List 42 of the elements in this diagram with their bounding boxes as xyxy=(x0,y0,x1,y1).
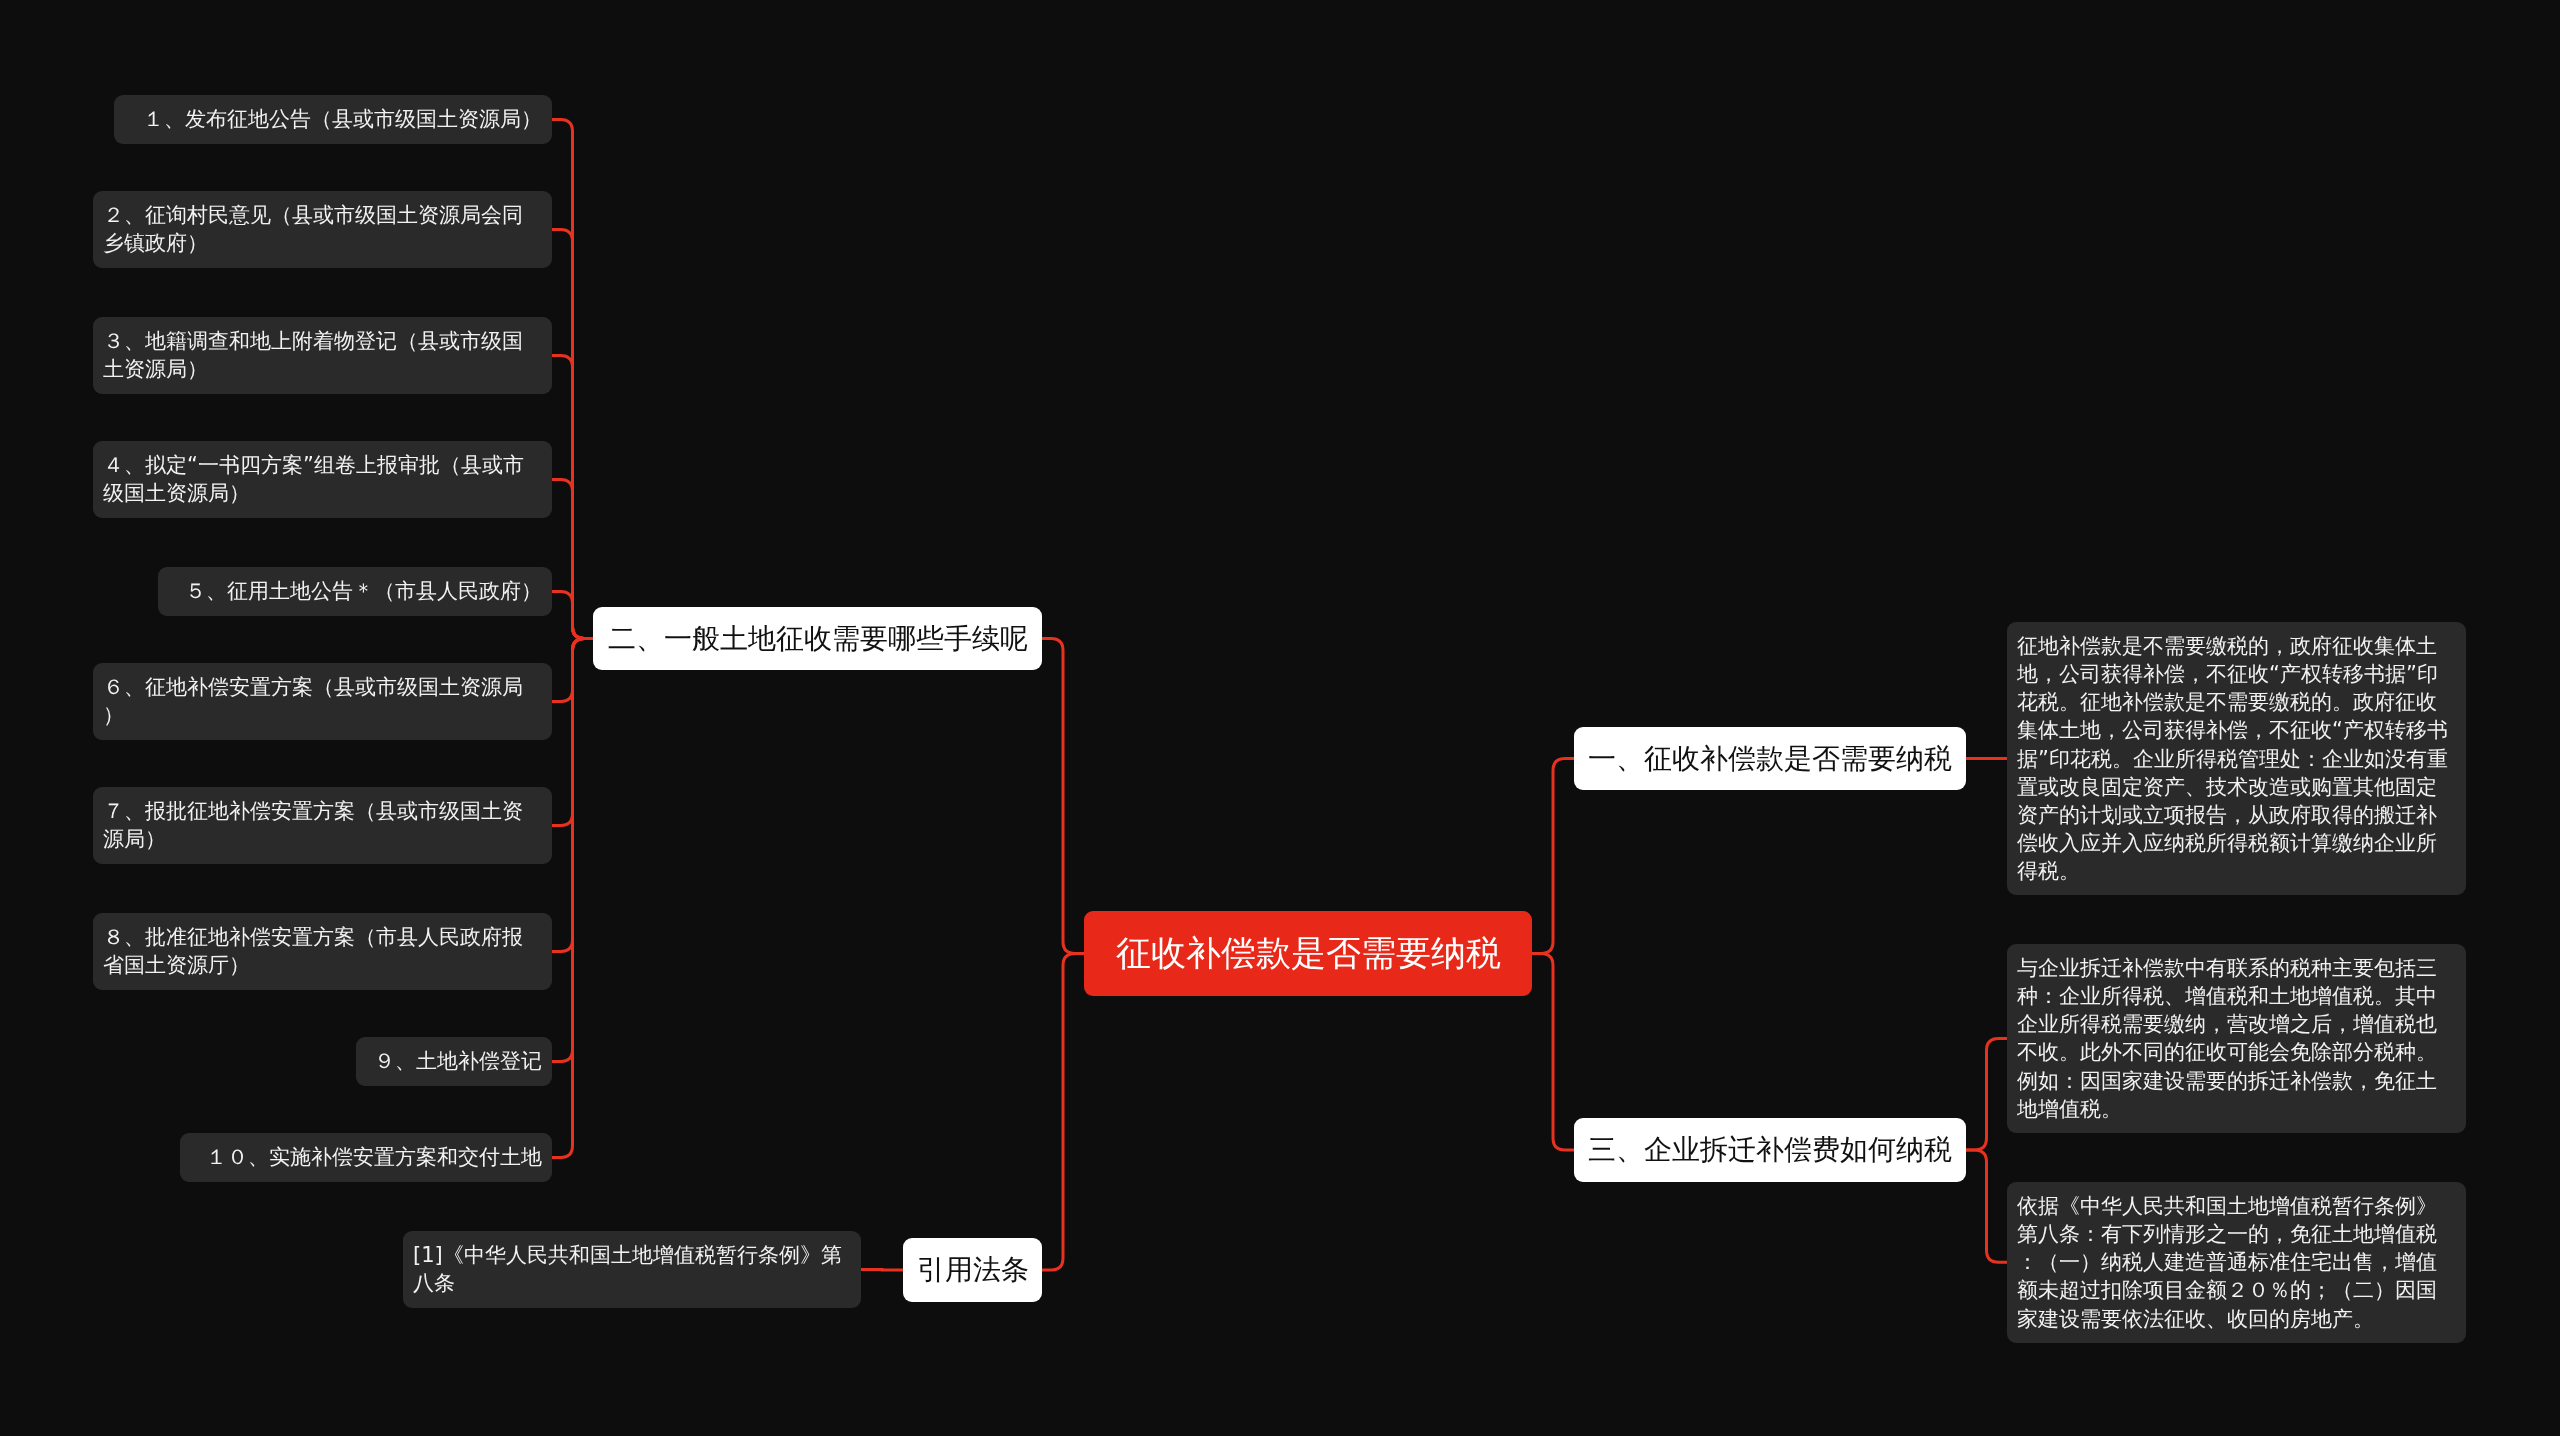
topic-box xyxy=(903,1238,1042,1302)
connector-line xyxy=(1966,1148,2007,1264)
central-topic-box xyxy=(1084,911,1532,996)
topic-text: 三、企业拆迁补偿费如何纳税 xyxy=(1588,1132,1952,1168)
topic-text: １０、实施补偿安置方案和交付土地 xyxy=(206,1143,542,1171)
topic-text: 征收补偿款是否需要纳税 xyxy=(1115,932,1501,975)
topic-text: 依据《中华人民共和国土地增值税暂行条例》第八条：有下列情形之一的，免征土地增值税：（一）纳税人建造普通标准住宅出售，增值额未超过扣除项目金额２０％的；（二）因国家建设需要依法征收、收回的房地产。 xyxy=(2017,1193,2438,1333)
subtopic-box xyxy=(93,663,552,740)
subtopic-box xyxy=(180,1133,552,1182)
topic-text: 引用法条 xyxy=(916,1252,1029,1288)
topic-text: 二、一般土地征收需要哪些手续呢 xyxy=(607,620,1028,657)
subtopic-box xyxy=(93,441,552,518)
subtopic-box xyxy=(93,191,552,268)
connector-line xyxy=(861,1268,903,1272)
topic-text: ９、土地补偿登记 xyxy=(374,1047,542,1075)
connector-line xyxy=(1966,757,2007,761)
subtopic-box xyxy=(403,1231,861,1308)
topic-text: ６、征地补偿安置方案（县或市级国土资源局） xyxy=(103,673,524,729)
topic-text: ４、拟定“一书四方案”组卷上报审批（县或市级国土资源局） xyxy=(103,451,525,507)
topic-text: ８、批准征地补偿安置方案（市县人民政府报省国土资源厅） xyxy=(103,923,524,979)
topic-text: ２、征询村民意见（县或市级国土资源局会同乡镇政府） xyxy=(103,201,524,257)
subtopic-box xyxy=(114,95,552,144)
topic-text: 征地补偿款是不需要缴税的，政府征收集体土地，公司获得补偿，不征收“产权转移书据”印花税。征地补偿款是不需要缴税的。政府征收集体土地，公司获得补偿，不征收“产权转移书据”印花税。企业所得税管理处：企业如没有重置或改良固定资产、技术改造或购置其他固定资产的计划或立项报告，从政府取得的搬迁补偿收入应并入应纳税所得税额计算缴纳企业所得税。 xyxy=(2017,633,2449,885)
topic-box xyxy=(593,607,1042,670)
topic-text: ５、征用土地公告＊（市县人民政府） xyxy=(185,577,542,605)
subtopic-box xyxy=(93,787,552,864)
topic-text: 与企业拆迁补偿款中有联系的税种主要包括三种：企业所得税、增值税和土地增值税。其中企业所得税需要缴纳，营改增之后，增值税也不收。此外不同的征收可能会免除部分税种。例如：因国家建设需要的拆迁补偿款，免征土地增值税。 xyxy=(2017,955,2438,1123)
connector-line xyxy=(1532,952,1574,1152)
subtopic-box xyxy=(93,913,552,990)
topic-box xyxy=(1574,1118,1966,1182)
topic-box xyxy=(1574,727,1966,790)
note-box xyxy=(2007,1182,2466,1343)
connector-line xyxy=(1042,952,1084,1272)
subtopic-box xyxy=(356,1037,552,1086)
topic-text: ７、报批征地补偿安置方案（县或市级国土资源局） xyxy=(103,797,524,853)
topic-text: ３、地籍调查和地上附着物登记（县或市级国土资源局） xyxy=(103,327,524,383)
topic-text: １、发布征地公告（县或市级国土资源局） xyxy=(143,105,542,133)
topic-text: [1]《中华人民共和国土地增值税暂行条例》第八条 xyxy=(413,1241,843,1297)
subtopic-box xyxy=(158,567,552,616)
subtopic-box xyxy=(93,317,552,394)
note-box xyxy=(2007,944,2466,1133)
topic-text: 一、征收补偿款是否需要纳税 xyxy=(1588,740,1952,777)
